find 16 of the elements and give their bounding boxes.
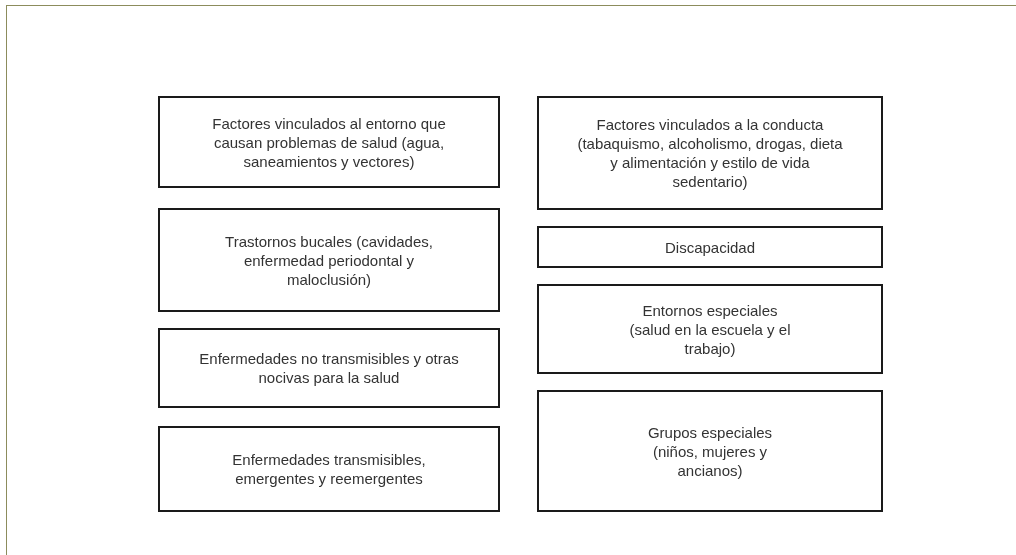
box-label: Enfermedades transmisibles, emergentes y reemergentes [231, 450, 427, 488]
box-label: Trastornos bucales (cavidades, enfermedad periodontal y maloclusión) [224, 231, 434, 289]
box-label: Entornos especiales (salud en la escuela y el trabajo) [628, 300, 792, 358]
box-label: Factores vinculados a la conducta (tabaquismo, alcoholismo, drogas, dieta y alimentación y estilo de vida sedentario) [576, 115, 844, 191]
box-label: Discapacidad [664, 237, 756, 257]
text-box [537, 96, 883, 210]
box-label: Grupos especiales (niños, mujeres y ancianos) [646, 422, 774, 480]
text-box [158, 426, 500, 512]
text-box [537, 390, 883, 512]
text-box [537, 284, 883, 374]
box-label: Enfermedades no transmisibles y otras nocivas para la salud [198, 349, 460, 387]
text-box [158, 96, 500, 188]
text-box [158, 328, 500, 408]
text-box [158, 208, 500, 312]
box-label: Factores vinculados al entorno que causan problemas de salud (agua, saneamientos y vectores) [211, 113, 447, 171]
text-box [537, 226, 883, 268]
